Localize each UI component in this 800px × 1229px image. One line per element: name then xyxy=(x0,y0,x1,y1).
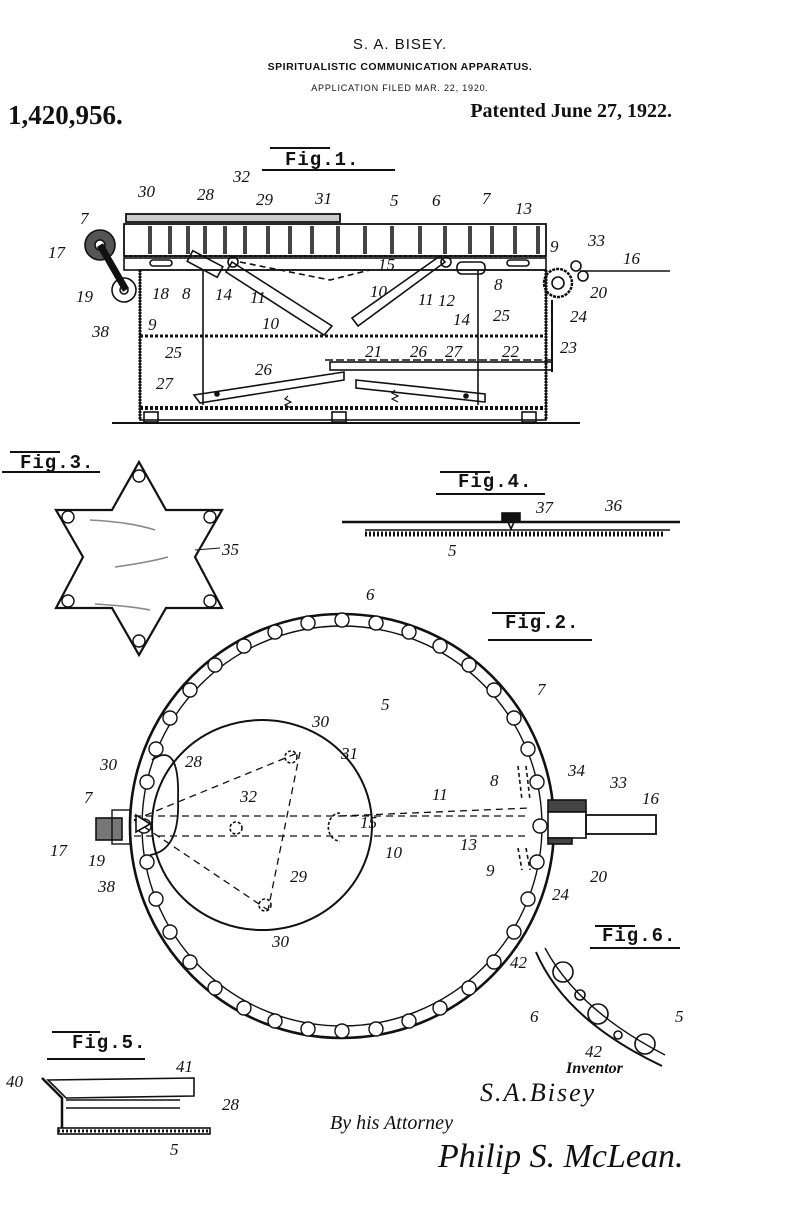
svg-text:32: 32 xyxy=(232,167,251,186)
svg-text:11: 11 xyxy=(432,785,448,804)
svg-text:28: 28 xyxy=(197,185,215,204)
svg-text:9: 9 xyxy=(486,861,495,880)
patent-number: 1,420,956. xyxy=(8,100,123,130)
svg-text:38: 38 xyxy=(97,877,116,896)
svg-text:21: 21 xyxy=(365,342,382,361)
svg-text:17: 17 xyxy=(48,243,67,262)
fig6-ref-5: 5 xyxy=(675,1007,684,1026)
svg-text:10: 10 xyxy=(262,314,280,333)
svg-text:25: 25 xyxy=(493,306,510,325)
fig6-ref-42b: 42 xyxy=(585,1042,603,1061)
svg-text:6: 6 xyxy=(366,585,375,604)
svg-text:5: 5 xyxy=(381,695,390,714)
svg-text:31: 31 xyxy=(340,744,358,763)
fig1-reference-numerals: 30 28 32 29 31 5 6 7 13 7 17 19 38 18 8 … xyxy=(48,167,641,393)
svg-text:11: 11 xyxy=(418,290,434,309)
svg-text:9: 9 xyxy=(148,315,157,334)
fig5-ref-41: 41 xyxy=(176,1057,193,1076)
svg-text:23: 23 xyxy=(560,338,577,357)
patent-title: SPIRITUALISTIC COMMUNICATION APPARATUS. xyxy=(267,61,533,73)
svg-text:7: 7 xyxy=(80,209,90,228)
svg-text:8: 8 xyxy=(490,771,499,790)
fig1-label: Fig.1. xyxy=(285,149,359,171)
fig5-ref-28: 28 xyxy=(222,1095,240,1114)
fig4-ref-5: 5 xyxy=(448,541,457,560)
application-filed-date: APPLICATION FILED MAR. 22, 1920. xyxy=(311,83,489,93)
fig4-ref-37: 37 xyxy=(535,498,555,517)
figure-1: Fig.1. xyxy=(48,147,670,424)
svg-text:7: 7 xyxy=(84,788,94,807)
svg-text:19: 19 xyxy=(88,851,106,870)
svg-text:16: 16 xyxy=(642,789,660,808)
figure-6: Fig.6. 42 6 42 5 xyxy=(510,925,684,1067)
figure-3: Fig.3. 35 xyxy=(2,451,239,658)
svg-text:9: 9 xyxy=(550,237,559,256)
svg-text:14: 14 xyxy=(215,285,233,304)
inventor-signature: S.A.Bisey xyxy=(480,1078,597,1107)
fig4-label: Fig.4. xyxy=(458,471,532,493)
svg-text:29: 29 xyxy=(256,190,274,209)
svg-text:33: 33 xyxy=(587,231,605,250)
fig6-ref-42a: 42 xyxy=(510,953,528,972)
svg-text:31: 31 xyxy=(314,189,332,208)
fig4-ref-36: 36 xyxy=(604,496,623,515)
svg-text:38: 38 xyxy=(91,322,110,341)
attorney-signature: Philip S. McLean. xyxy=(438,1138,684,1175)
svg-text:6: 6 xyxy=(432,191,441,210)
svg-text:26: 26 xyxy=(410,342,428,361)
fig6-label: Fig.6. xyxy=(602,925,676,947)
fig5-label: Fig.5. xyxy=(72,1032,146,1054)
fig2-reference-numerals: 6 7 5 30 28 31 32 15 30 7 17 19 38 29 30… xyxy=(50,585,660,951)
svg-text:18: 18 xyxy=(152,284,170,303)
svg-text:30: 30 xyxy=(271,932,290,951)
svg-text:33: 33 xyxy=(609,773,627,792)
svg-text:24: 24 xyxy=(552,885,570,904)
svg-text:32: 32 xyxy=(239,787,258,806)
svg-text:8: 8 xyxy=(182,284,191,303)
fig3-ref-35: 35 xyxy=(221,540,239,559)
svg-text:11: 11 xyxy=(250,288,266,307)
patent-date: Patented June 27, 1922. xyxy=(470,100,672,122)
fig5-ref-40: 40 xyxy=(6,1072,24,1091)
svg-text:13: 13 xyxy=(515,199,532,218)
svg-text:10: 10 xyxy=(370,282,388,301)
svg-text:27: 27 xyxy=(156,374,175,393)
svg-text:12: 12 xyxy=(438,291,456,310)
figure-4: Fig.4. 37 36 5 xyxy=(342,471,680,560)
attorney-caption: By his Attorney xyxy=(330,1112,453,1134)
svg-text:30: 30 xyxy=(311,712,330,731)
svg-text:5: 5 xyxy=(390,191,399,210)
svg-text:28: 28 xyxy=(185,752,203,771)
svg-text:20: 20 xyxy=(590,283,608,302)
fig3-label: Fig.3. xyxy=(20,452,94,474)
svg-text:14: 14 xyxy=(453,310,471,329)
svg-text:29: 29 xyxy=(290,867,308,886)
svg-text:22: 22 xyxy=(502,342,520,361)
svg-text:15: 15 xyxy=(360,813,377,832)
svg-text:7: 7 xyxy=(537,680,547,699)
svg-text:27: 27 xyxy=(445,342,464,361)
svg-text:30: 30 xyxy=(99,755,118,774)
svg-text:15: 15 xyxy=(378,255,395,274)
inventor-name-heading: S. A. BISEY. xyxy=(352,36,448,53)
svg-text:20: 20 xyxy=(590,867,608,886)
svg-text:7: 7 xyxy=(482,189,492,208)
svg-text:19: 19 xyxy=(76,287,94,306)
svg-text:30: 30 xyxy=(137,182,156,201)
fig6-ref-6: 6 xyxy=(530,1007,539,1026)
fig5-ref-5: 5 xyxy=(170,1140,179,1159)
svg-text:34: 34 xyxy=(567,761,586,780)
figure-2: Fig.2. xyxy=(50,585,660,1040)
figure-5: Fig.5. 41 40 28 5 xyxy=(6,1031,240,1159)
svg-text:8: 8 xyxy=(494,275,503,294)
svg-text:26: 26 xyxy=(255,360,273,379)
svg-text:10: 10 xyxy=(385,843,403,862)
svg-text:17: 17 xyxy=(50,841,69,860)
svg-text:16: 16 xyxy=(623,249,641,268)
svg-text:25: 25 xyxy=(165,343,182,362)
svg-text:24: 24 xyxy=(570,307,588,326)
fig2-label: Fig.2. xyxy=(505,612,579,634)
svg-text:13: 13 xyxy=(460,835,477,854)
inventor-caption: Inventor xyxy=(566,1060,623,1077)
